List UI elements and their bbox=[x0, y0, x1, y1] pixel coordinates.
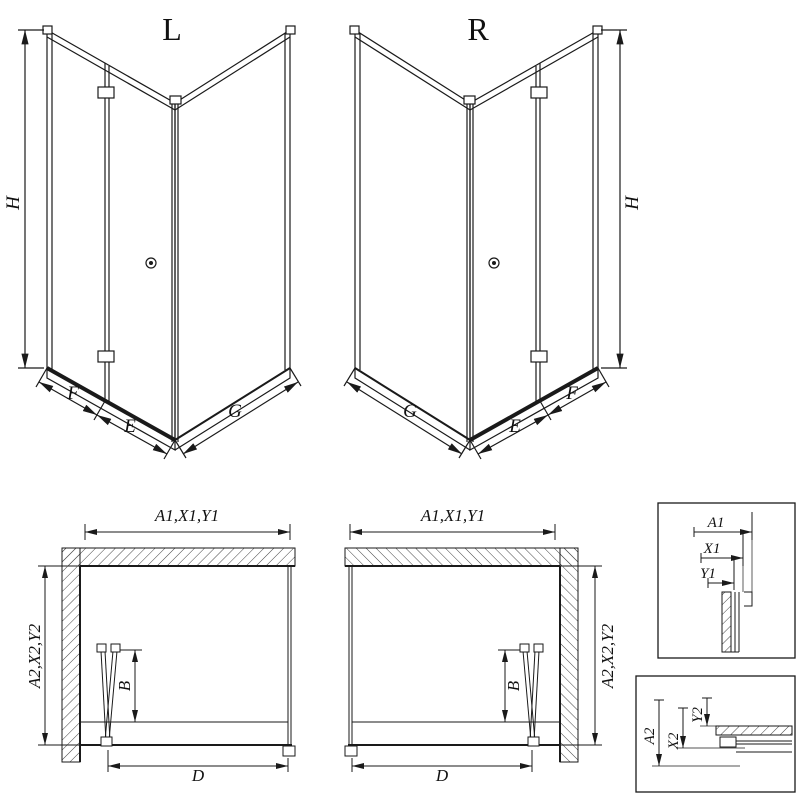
dim-label-f-right: F bbox=[565, 383, 578, 404]
plan-left-door-label: B bbox=[115, 680, 134, 691]
back-wall-section bbox=[61, 547, 296, 567]
fixed-panel-plan bbox=[282, 566, 296, 757]
height-dimension bbox=[18, 29, 44, 369]
width-dimension bbox=[84, 524, 291, 540]
detail-width-profile bbox=[657, 502, 796, 659]
side-dimension bbox=[174, 367, 302, 459]
plan-left-width-label: A1,X1,Y1 bbox=[154, 506, 219, 525]
plan-left-depth-label: A2,X2,Y2 bbox=[25, 623, 44, 689]
wall-profile-section bbox=[721, 591, 753, 653]
plan-right-depth-label: A2,X2,Y2 bbox=[598, 623, 617, 689]
plan-right-geometry bbox=[345, 524, 602, 772]
folded-door-plan bbox=[96, 643, 121, 747]
dim-label-e-left: E bbox=[123, 416, 136, 437]
detail-x2-label: X2 bbox=[666, 732, 682, 750]
plan-right-clear-label: D bbox=[435, 766, 449, 785]
variant-label-left: L bbox=[162, 11, 182, 47]
detail-depth-profile bbox=[635, 675, 796, 793]
plan-left-clear-label: D bbox=[191, 766, 205, 785]
plan-left-geometry bbox=[38, 524, 296, 772]
hinge-bottom bbox=[97, 350, 115, 363]
dim-label-h-right: H bbox=[622, 195, 643, 211]
dim-label-f-left: F bbox=[66, 383, 79, 404]
front-dimensions bbox=[35, 367, 176, 460]
iso-left-geometry bbox=[18, 25, 302, 460]
plan-right-door-label: B bbox=[504, 680, 523, 691]
detail-width-border bbox=[657, 502, 796, 659]
bifold-fold-line bbox=[104, 63, 110, 403]
clear-width-dimension bbox=[107, 750, 289, 772]
door-projection-dimension bbox=[120, 649, 142, 722]
hinge-top bbox=[97, 86, 115, 99]
detail-y1-label: Y1 bbox=[700, 566, 716, 582]
detail-y2-label: Y2 bbox=[690, 707, 706, 723]
side-wall-section bbox=[61, 547, 81, 763]
detail-a2-label: A2 bbox=[642, 727, 658, 745]
dim-label-g-left: G bbox=[228, 401, 242, 422]
dim-label-h-left: H bbox=[3, 195, 24, 211]
dim-label-e-right: E bbox=[508, 416, 521, 437]
variant-label-right: R bbox=[467, 11, 489, 47]
depth-dimension bbox=[38, 565, 80, 746]
door-handle bbox=[145, 257, 157, 269]
iso-right-geometry bbox=[344, 26, 627, 459]
dim-label-g-right: G bbox=[403, 401, 417, 422]
detail-a1-label: A1 bbox=[707, 515, 725, 531]
rail-profile-section bbox=[715, 725, 793, 753]
plan-right-width-label: A1,X1,Y1 bbox=[420, 506, 485, 525]
detail-depth-border bbox=[635, 675, 796, 793]
detail-x1-label: X1 bbox=[703, 541, 721, 557]
